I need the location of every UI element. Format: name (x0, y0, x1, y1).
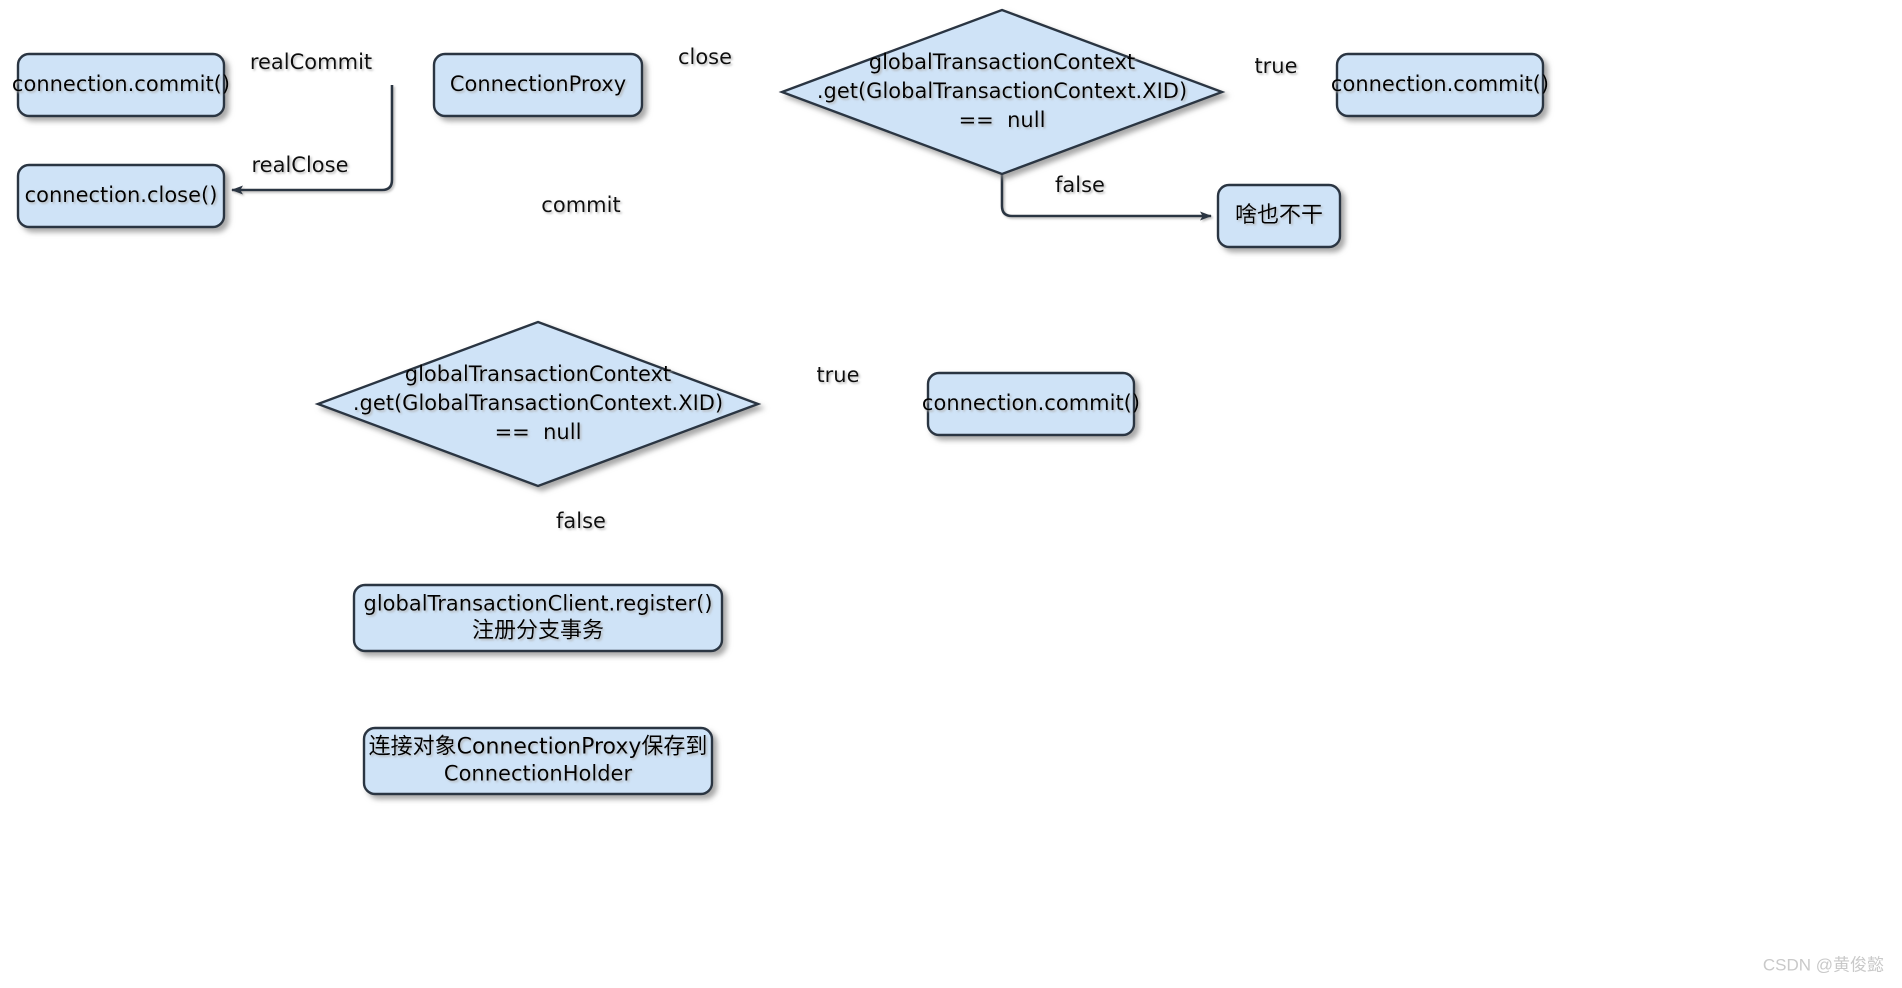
node-label: 啥也不干 (1235, 203, 1323, 228)
csdn-watermark: CSDN @黄俊懿 (1763, 955, 1884, 974)
node-connection-commit-left: connection.commit() (12, 52, 230, 118)
edge-label-edge-close-true: true (1254, 54, 1297, 78)
edge-label-edge-realclose: realClose (251, 153, 348, 177)
node-label: 连接对象ConnectionProxy保存到 (369, 735, 708, 760)
edge-label-edge-commit: commit (541, 193, 620, 217)
edge-label-edge-commit-false: false (556, 509, 606, 533)
process-shape (1335, 52, 1545, 118)
process-shape (16, 52, 226, 118)
node-label: == null (959, 108, 1046, 132)
process-shape (362, 726, 714, 796)
node-label: globalTransactionClient.register() (363, 592, 712, 616)
edge-labels-layer: realCommit realClose close true false commit t… (250, 45, 1298, 533)
process-shape (352, 583, 724, 653)
node-connection-proxy: ConnectionProxy (432, 52, 644, 118)
node-label: connection.commit() (922, 391, 1140, 415)
node-label: globalTransactionContext (869, 50, 1135, 74)
node-label: .get(GlobalTransactionContext.XID) (353, 391, 723, 415)
node-label: == null (495, 420, 582, 444)
decision-shape (314, 320, 762, 488)
decision-shape (778, 8, 1226, 176)
node-label: ConnectionProxy (450, 72, 626, 96)
edges-layer (231, 80, 1331, 722)
edge-label-edge-realcommit: realCommit (250, 50, 372, 74)
node-do-nothing: 啥也不干 (1216, 183, 1342, 249)
edge-label-edge-close-false: false (1055, 173, 1105, 197)
edge-edge-realclose (231, 85, 394, 195)
node-register-branch: globalTransactionClient.register() 注册分支事务 (352, 583, 724, 653)
node-decision-close: globalTransactionContext .get(GlobalTrans… (778, 8, 1226, 176)
process-shape (1216, 183, 1342, 249)
process-shape (16, 163, 226, 229)
edge-label-edge-close: close (678, 45, 732, 69)
node-connection-commit-top-right: connection.commit() (1331, 52, 1549, 118)
node-label: connection.commit() (1331, 72, 1549, 96)
node-connection-commit-mid-right: connection.commit() (922, 371, 1140, 437)
process-shape (432, 52, 644, 118)
node-decision-commit: globalTransactionContext .get(GlobalTrans… (314, 320, 762, 488)
process-shape (926, 371, 1136, 437)
node-connection-close-left: connection.close() (16, 163, 226, 229)
nodes-layer: connection.commit() connection.close() Con… (12, 8, 1549, 796)
node-label: connection.close() (25, 183, 218, 207)
node-label: globalTransactionContext (405, 362, 671, 386)
node-label: .get(GlobalTransactionContext.XID) (817, 79, 1187, 103)
node-label: connection.commit() (12, 72, 230, 96)
node-label: 注册分支事务 (472, 619, 604, 644)
edge-label-edge-commit-true: true (816, 363, 859, 387)
node-label: ConnectionHolder (444, 762, 633, 786)
edge-edge-close-false (1000, 174, 1212, 221)
